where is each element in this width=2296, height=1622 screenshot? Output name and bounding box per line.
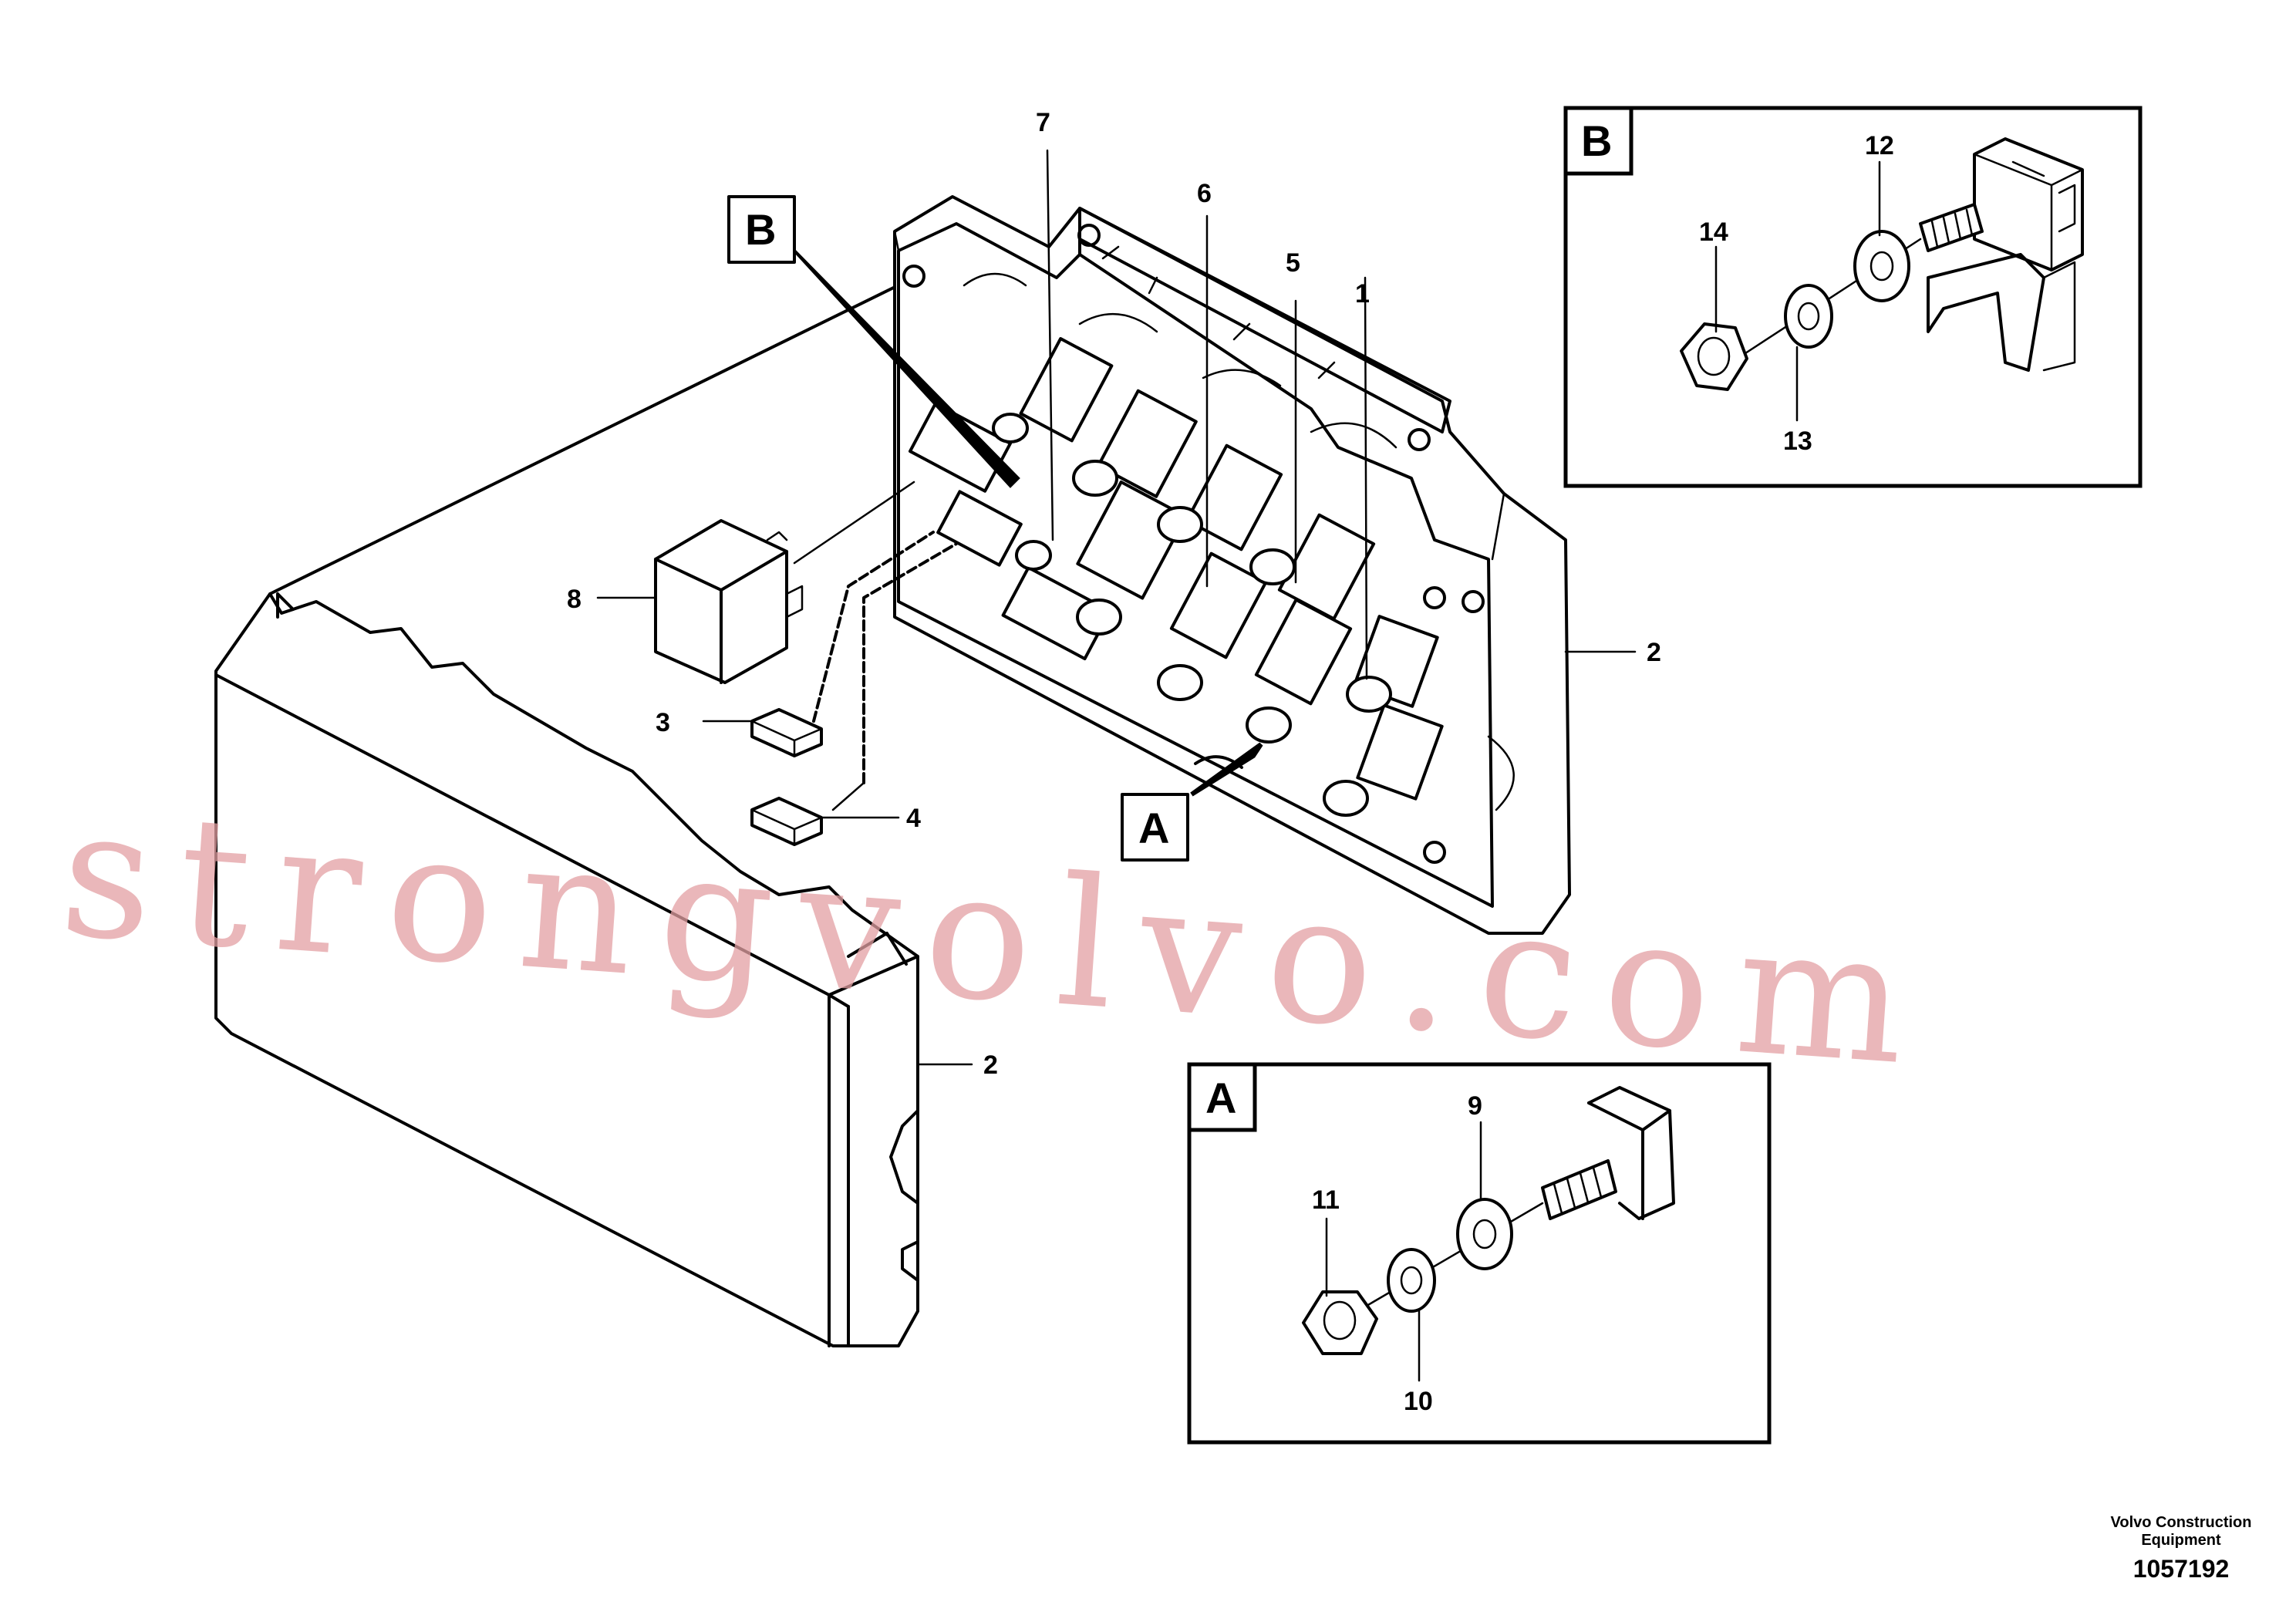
detail-b: B 12 13 14: [1563, 106, 2143, 488]
relay: [654, 519, 804, 684]
callout-13: 13: [1783, 427, 1812, 456]
callout-9: 9: [1468, 1091, 1482, 1121]
cover-housing: [214, 276, 919, 1347]
publisher-line-1: Volvo Construction: [2111, 1514, 2252, 1531]
fuses: [750, 708, 823, 846]
leader-lines: [596, 149, 1637, 1066]
publisher-line-2: Equipment: [2141, 1532, 2221, 1549]
callout-5: 5: [1286, 248, 1300, 278]
marker-b-main: B: [727, 195, 796, 264]
svg-text:B: B: [745, 205, 776, 254]
callout-4: 4: [906, 804, 921, 833]
callout-8: 8: [567, 585, 582, 614]
callout-6: 6: [1197, 179, 1212, 208]
drawing-number: 1057192: [2133, 1555, 2230, 1583]
callout-1: 1: [1355, 279, 1370, 309]
marker-a-main: A: [1121, 793, 1189, 862]
callout-7: 7: [1036, 108, 1050, 137]
callout-2-box: 2: [1647, 638, 1661, 667]
callout-10: 10: [1404, 1387, 1433, 1416]
callout-14: 14: [1699, 218, 1728, 247]
svg-text:A: A: [1138, 804, 1169, 852]
fuse-holders: [909, 337, 1444, 801]
callout-12: 12: [1865, 131, 1894, 160]
callout-2-cover: 2: [983, 1050, 998, 1080]
detail-a-label: A: [1205, 1074, 1236, 1122]
callout-11: 11: [1312, 1185, 1340, 1215]
callout-3: 3: [656, 708, 670, 737]
studs: [992, 413, 1392, 817]
detail-a: A 9 10 11: [1187, 1062, 1772, 1445]
detail-b-label: B: [1581, 116, 1612, 165]
